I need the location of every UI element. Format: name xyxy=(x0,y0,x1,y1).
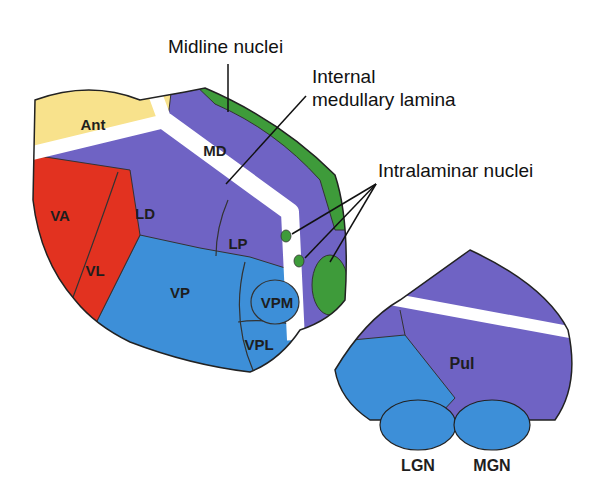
lgn-shape xyxy=(380,400,456,450)
leader-line xyxy=(226,96,306,184)
pulvinar-regions xyxy=(300,230,594,450)
callout-label: Intralaminar nuclei xyxy=(378,160,578,183)
intralaminar-dot xyxy=(294,255,304,267)
nucleus-label: LP xyxy=(228,235,247,252)
nucleus-label: LD xyxy=(135,205,155,222)
nucleus-region: MGN xyxy=(470,456,513,476)
nucleus-label: MD xyxy=(203,142,226,159)
leader-line xyxy=(292,184,376,234)
va-vl-divider xyxy=(72,172,118,300)
nucleus-label: LGN xyxy=(401,457,435,475)
pulvinar-outline xyxy=(335,250,572,420)
purple-ground xyxy=(300,230,594,450)
vpm-region xyxy=(251,280,299,324)
nucleus-label: VP xyxy=(170,284,190,301)
lamina-band xyxy=(20,80,165,156)
nucleus-region: VP xyxy=(167,283,193,302)
nucleus-region: VA xyxy=(47,206,73,225)
nucleus-region: VPL xyxy=(241,335,276,354)
callout-label: Internal medullary lamina xyxy=(312,66,462,112)
nucleus-label: VPL xyxy=(244,336,273,353)
pulvinar-band xyxy=(385,298,580,334)
nucleus-region: LGN xyxy=(398,456,438,476)
leader-line xyxy=(227,64,229,112)
nucleus-label: VL xyxy=(85,262,104,279)
purple-ground xyxy=(0,0,400,400)
leader-line xyxy=(330,184,376,262)
mgn-shape xyxy=(454,400,530,450)
nucleus-label: VA xyxy=(50,207,70,224)
lamina-band xyxy=(165,121,296,340)
thalamus-regions xyxy=(0,0,400,400)
nucleus-label: Pul xyxy=(450,355,475,373)
nucleus-region: LD xyxy=(132,204,158,223)
pulvinar-divider xyxy=(400,310,405,335)
ld-lp-divider xyxy=(216,200,228,256)
nucleus-region: MD xyxy=(200,141,229,160)
nucleus-region: LP xyxy=(225,234,250,253)
nucleus-region: VL xyxy=(82,261,107,280)
vp-divider xyxy=(239,262,255,375)
va-vl-region xyxy=(0,150,140,330)
nucleus-region: Ant xyxy=(78,115,109,134)
callout-label: Midline nuclei xyxy=(168,36,368,59)
intralaminar-dot xyxy=(281,230,291,242)
nucleus-region: VPM xyxy=(258,293,297,312)
nucleus-region: Pul xyxy=(447,354,478,374)
vp-region xyxy=(0,235,298,400)
nucleus-label: Ant xyxy=(81,116,106,133)
leader-line xyxy=(305,184,376,258)
nucleus-label: MGN xyxy=(473,457,510,475)
midline-lower xyxy=(312,255,348,315)
nucleus-label: VPM xyxy=(261,294,294,311)
